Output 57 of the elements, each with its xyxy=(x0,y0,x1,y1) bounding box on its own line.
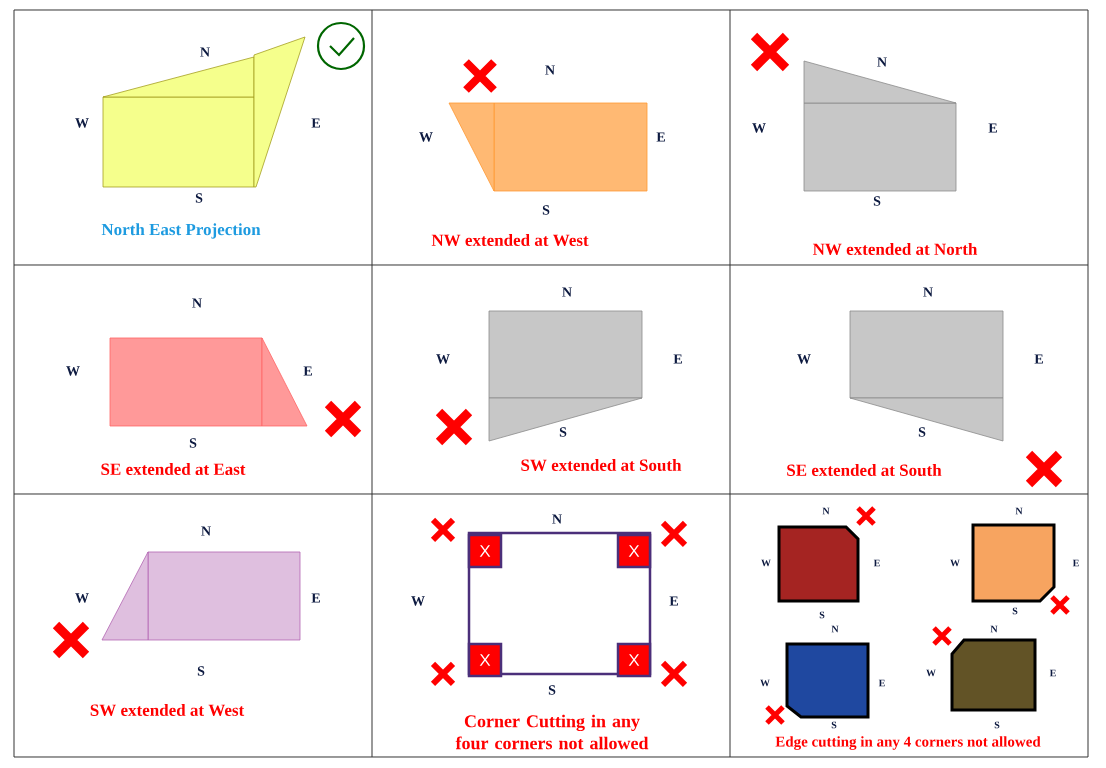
compass-label: N xyxy=(822,507,830,515)
compass-label: E xyxy=(656,132,665,142)
caption: SE extended at East xyxy=(101,463,246,475)
compass-label: S xyxy=(918,427,926,437)
compass-label: W xyxy=(436,354,450,364)
compass-label: W xyxy=(950,559,960,567)
compass-label: W xyxy=(75,118,89,128)
compass-label: N xyxy=(552,514,562,524)
caption: Edge cutting in any 4 corners not allowed xyxy=(775,736,1041,750)
compass-label: S xyxy=(994,721,1000,729)
compass-label: E xyxy=(1034,354,1043,364)
compass-label: S xyxy=(197,666,205,676)
compass-label: S xyxy=(819,611,825,619)
caption: NW extended at North xyxy=(812,242,978,255)
compass-label: W xyxy=(66,366,80,376)
compass-label: E xyxy=(673,354,682,364)
caption: NW extended at West xyxy=(431,233,589,246)
compass-label: E xyxy=(303,366,312,376)
compass-label: E xyxy=(669,596,678,606)
compass-label: E xyxy=(1049,669,1056,677)
caption: SE extended at South xyxy=(787,464,942,476)
compass-label: N xyxy=(545,65,555,75)
compass-label: W xyxy=(752,123,766,133)
caption: North East Projection xyxy=(101,223,261,239)
compass-label: W xyxy=(797,354,811,364)
compass-label: W xyxy=(760,679,770,687)
compass-label: S xyxy=(189,438,197,448)
compass-label: W xyxy=(419,132,433,142)
compass-label: E xyxy=(988,123,997,133)
caption: SW extended at West xyxy=(90,703,245,716)
compass-label: W xyxy=(411,596,425,606)
compass-label: N xyxy=(200,47,210,57)
compass-label: S xyxy=(873,196,881,206)
compass-label: S xyxy=(1012,607,1018,615)
compass-label: N xyxy=(192,298,202,308)
compass-label: E xyxy=(1072,559,1079,567)
compass-label: S xyxy=(548,685,556,695)
compass-label: S xyxy=(831,721,837,729)
compass-label: W xyxy=(761,559,771,567)
compass-label: N xyxy=(1015,507,1023,515)
compass-label: S xyxy=(195,193,203,203)
compass-label: W xyxy=(75,593,89,603)
compass-label: N xyxy=(990,625,998,633)
compass-label: S xyxy=(559,427,567,437)
compass-label: N xyxy=(201,526,211,536)
compass-label: E xyxy=(873,559,880,567)
compass-label: N xyxy=(923,287,933,297)
compass-label: N xyxy=(831,625,839,633)
caption: SW extended at South xyxy=(521,458,682,471)
compass-label: E xyxy=(311,593,320,603)
compass-label: N xyxy=(562,287,572,297)
compass-label: S xyxy=(542,205,550,215)
compass-label: N xyxy=(877,57,887,67)
caption: Corner Cutting in any four corners not allowed xyxy=(455,714,649,750)
compass-label: E xyxy=(311,118,320,128)
compass-label: W xyxy=(926,669,936,677)
compass-label: E xyxy=(878,679,885,687)
